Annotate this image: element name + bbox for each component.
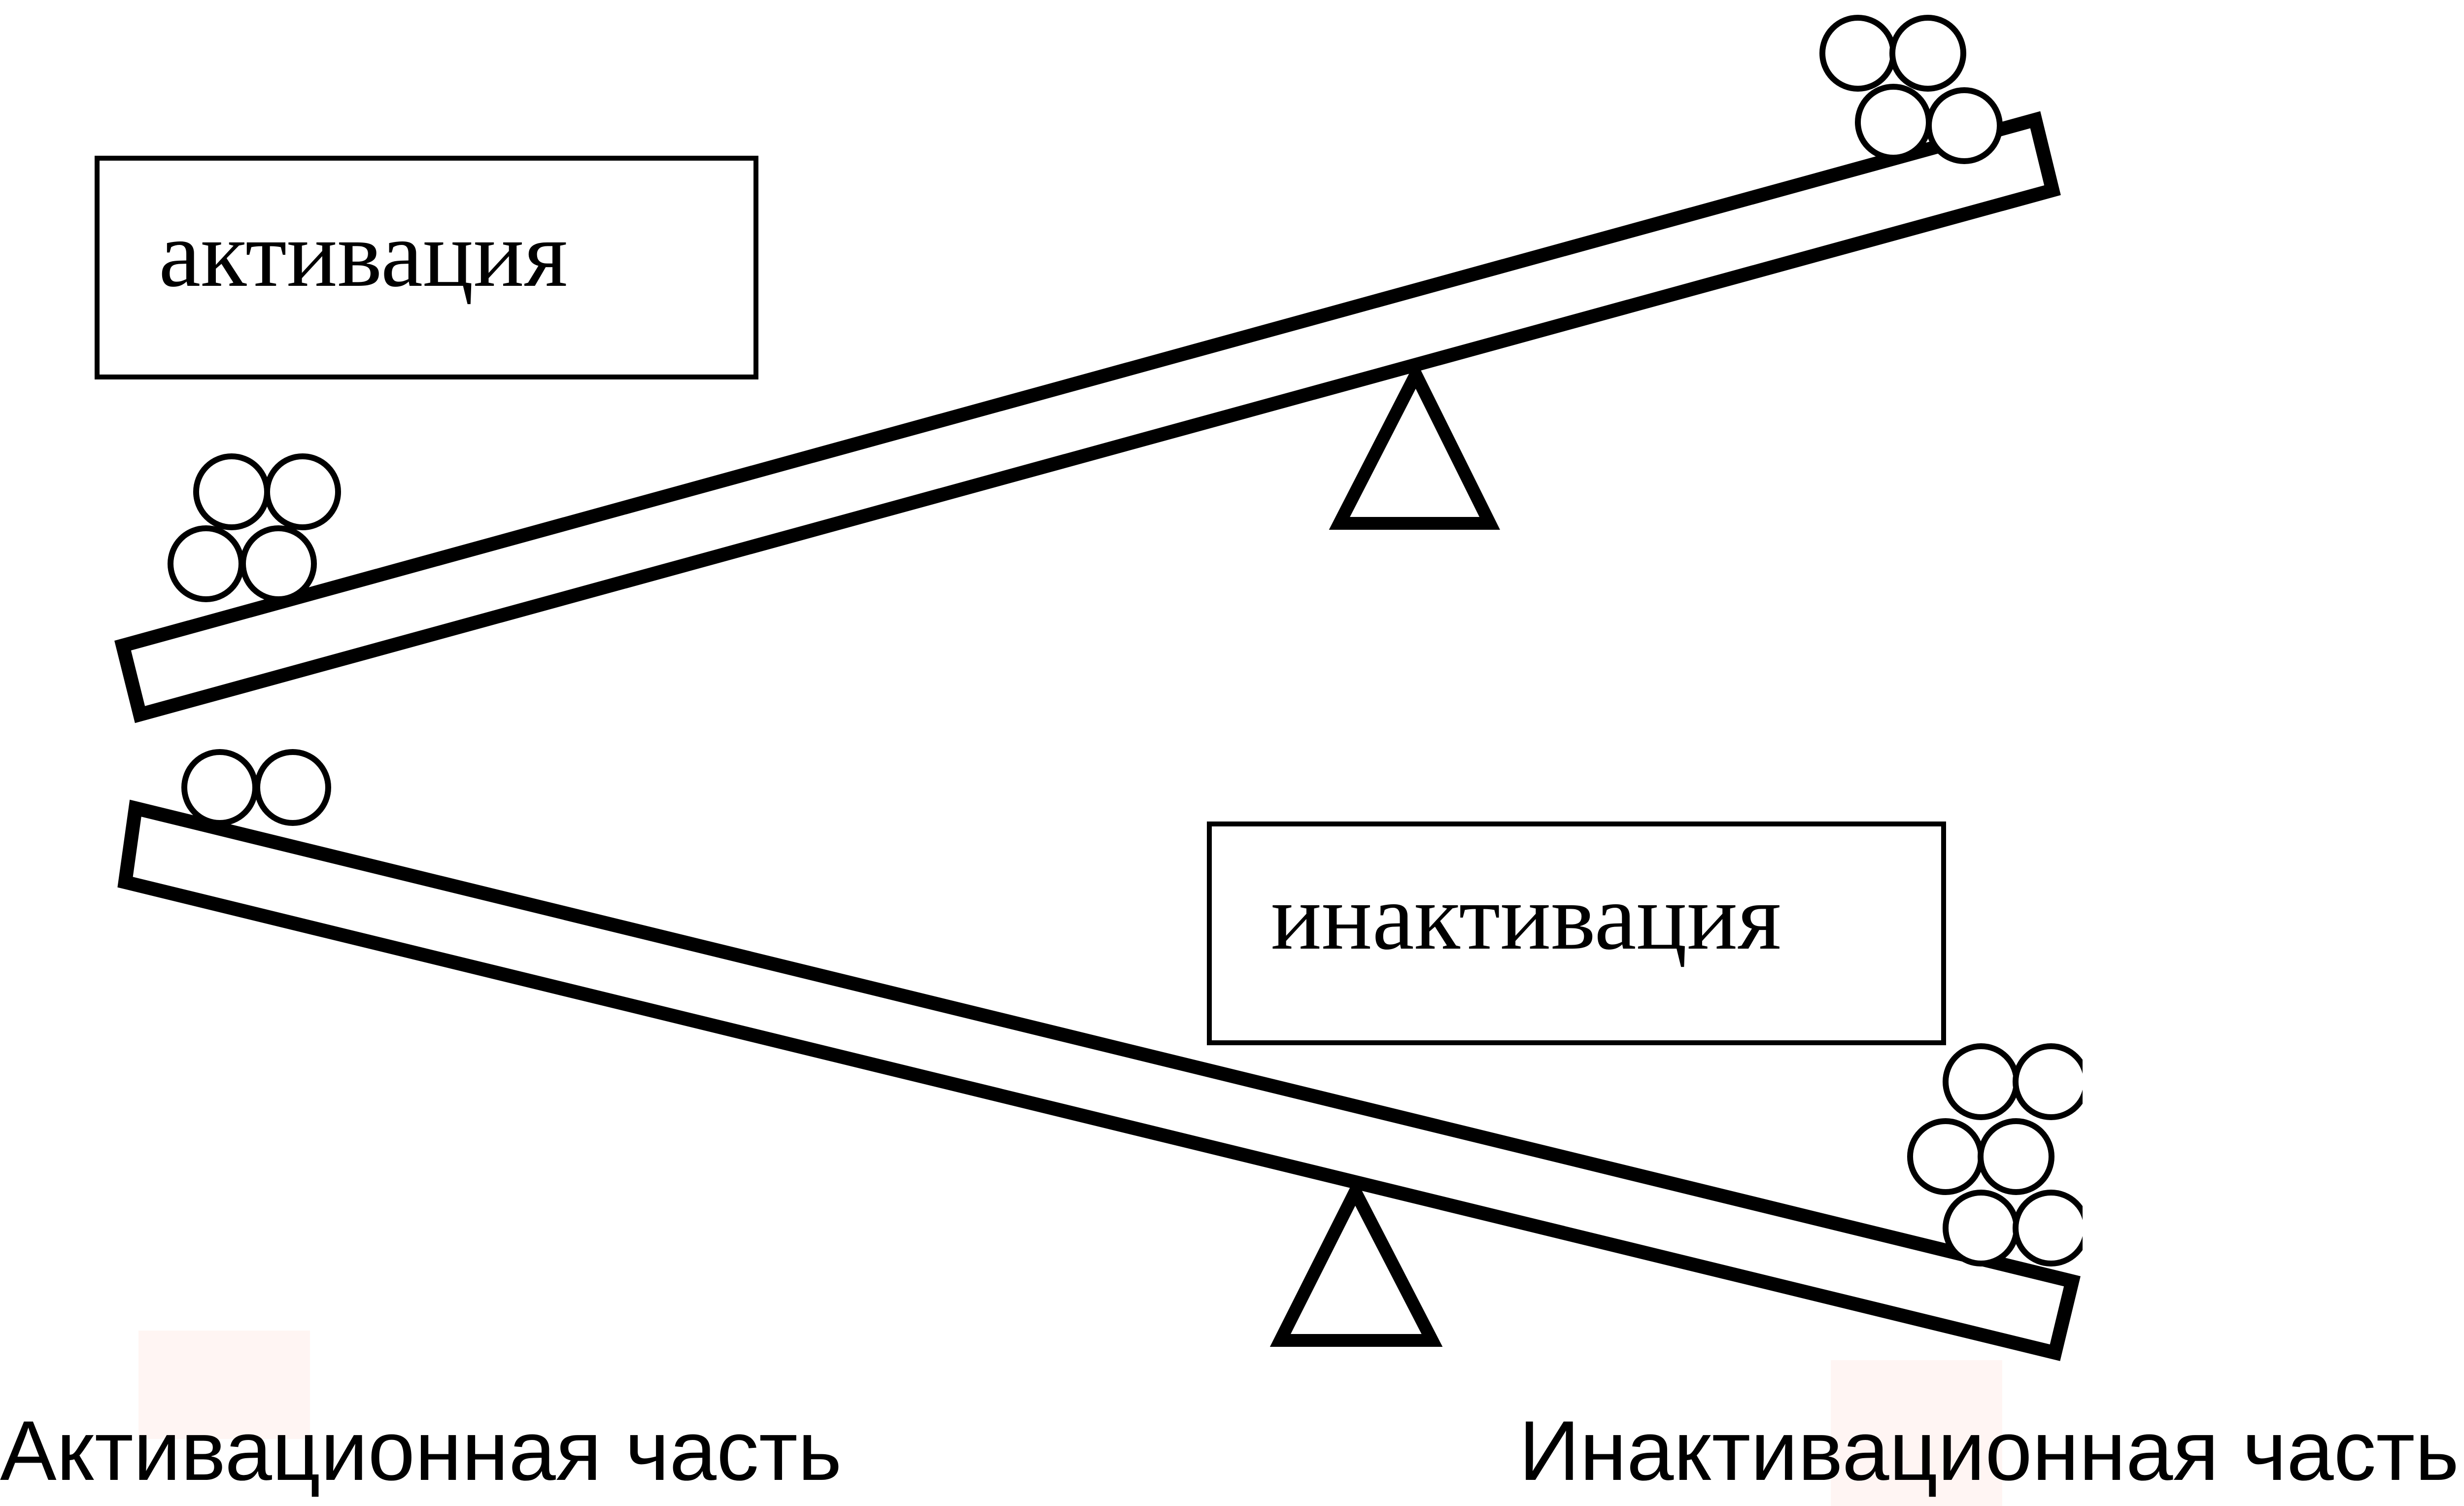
ball [1943, 1043, 2019, 1120]
bottom-beam [117, 799, 2081, 1361]
ball [240, 525, 317, 602]
right-caption-highlight [1831, 1360, 2002, 1506]
top-fulcrum [1329, 360, 1500, 530]
top-left-balls [168, 453, 341, 602]
bottom-right-balls [1907, 1043, 2083, 1266]
ball [1819, 15, 1896, 92]
inactivation-label: инактивация [1271, 864, 1781, 969]
ball [1943, 1190, 2019, 1266]
ball [1926, 87, 2003, 164]
inactivation-box [1207, 821, 1946, 1045]
ball [254, 749, 331, 826]
top-seesaw: активация [95, 15, 2061, 723]
ball [168, 525, 244, 602]
bottom-seesaw: инактивация [117, 749, 2083, 1361]
ball [1978, 1118, 2054, 1195]
bottom-fulcrum [1269, 1177, 1443, 1347]
activation-label: активация [159, 202, 568, 307]
activation-box [95, 156, 758, 379]
top-beam [114, 111, 2061, 723]
ball [181, 749, 258, 826]
ball [1855, 84, 1932, 161]
inactivation-part-caption: Инактивационная часть [1519, 1403, 2459, 1498]
ball [1889, 15, 1966, 92]
activation-part-caption: Активационная часть [0, 1403, 842, 1498]
left-caption-highlight [138, 1331, 310, 1439]
ball [193, 453, 270, 530]
ball [264, 453, 341, 530]
ball [2013, 1043, 2083, 1120]
bottom-left-balls [181, 749, 331, 826]
top-right-balls [1819, 15, 2003, 164]
ball [1907, 1118, 1984, 1195]
ball [2013, 1190, 2083, 1266]
